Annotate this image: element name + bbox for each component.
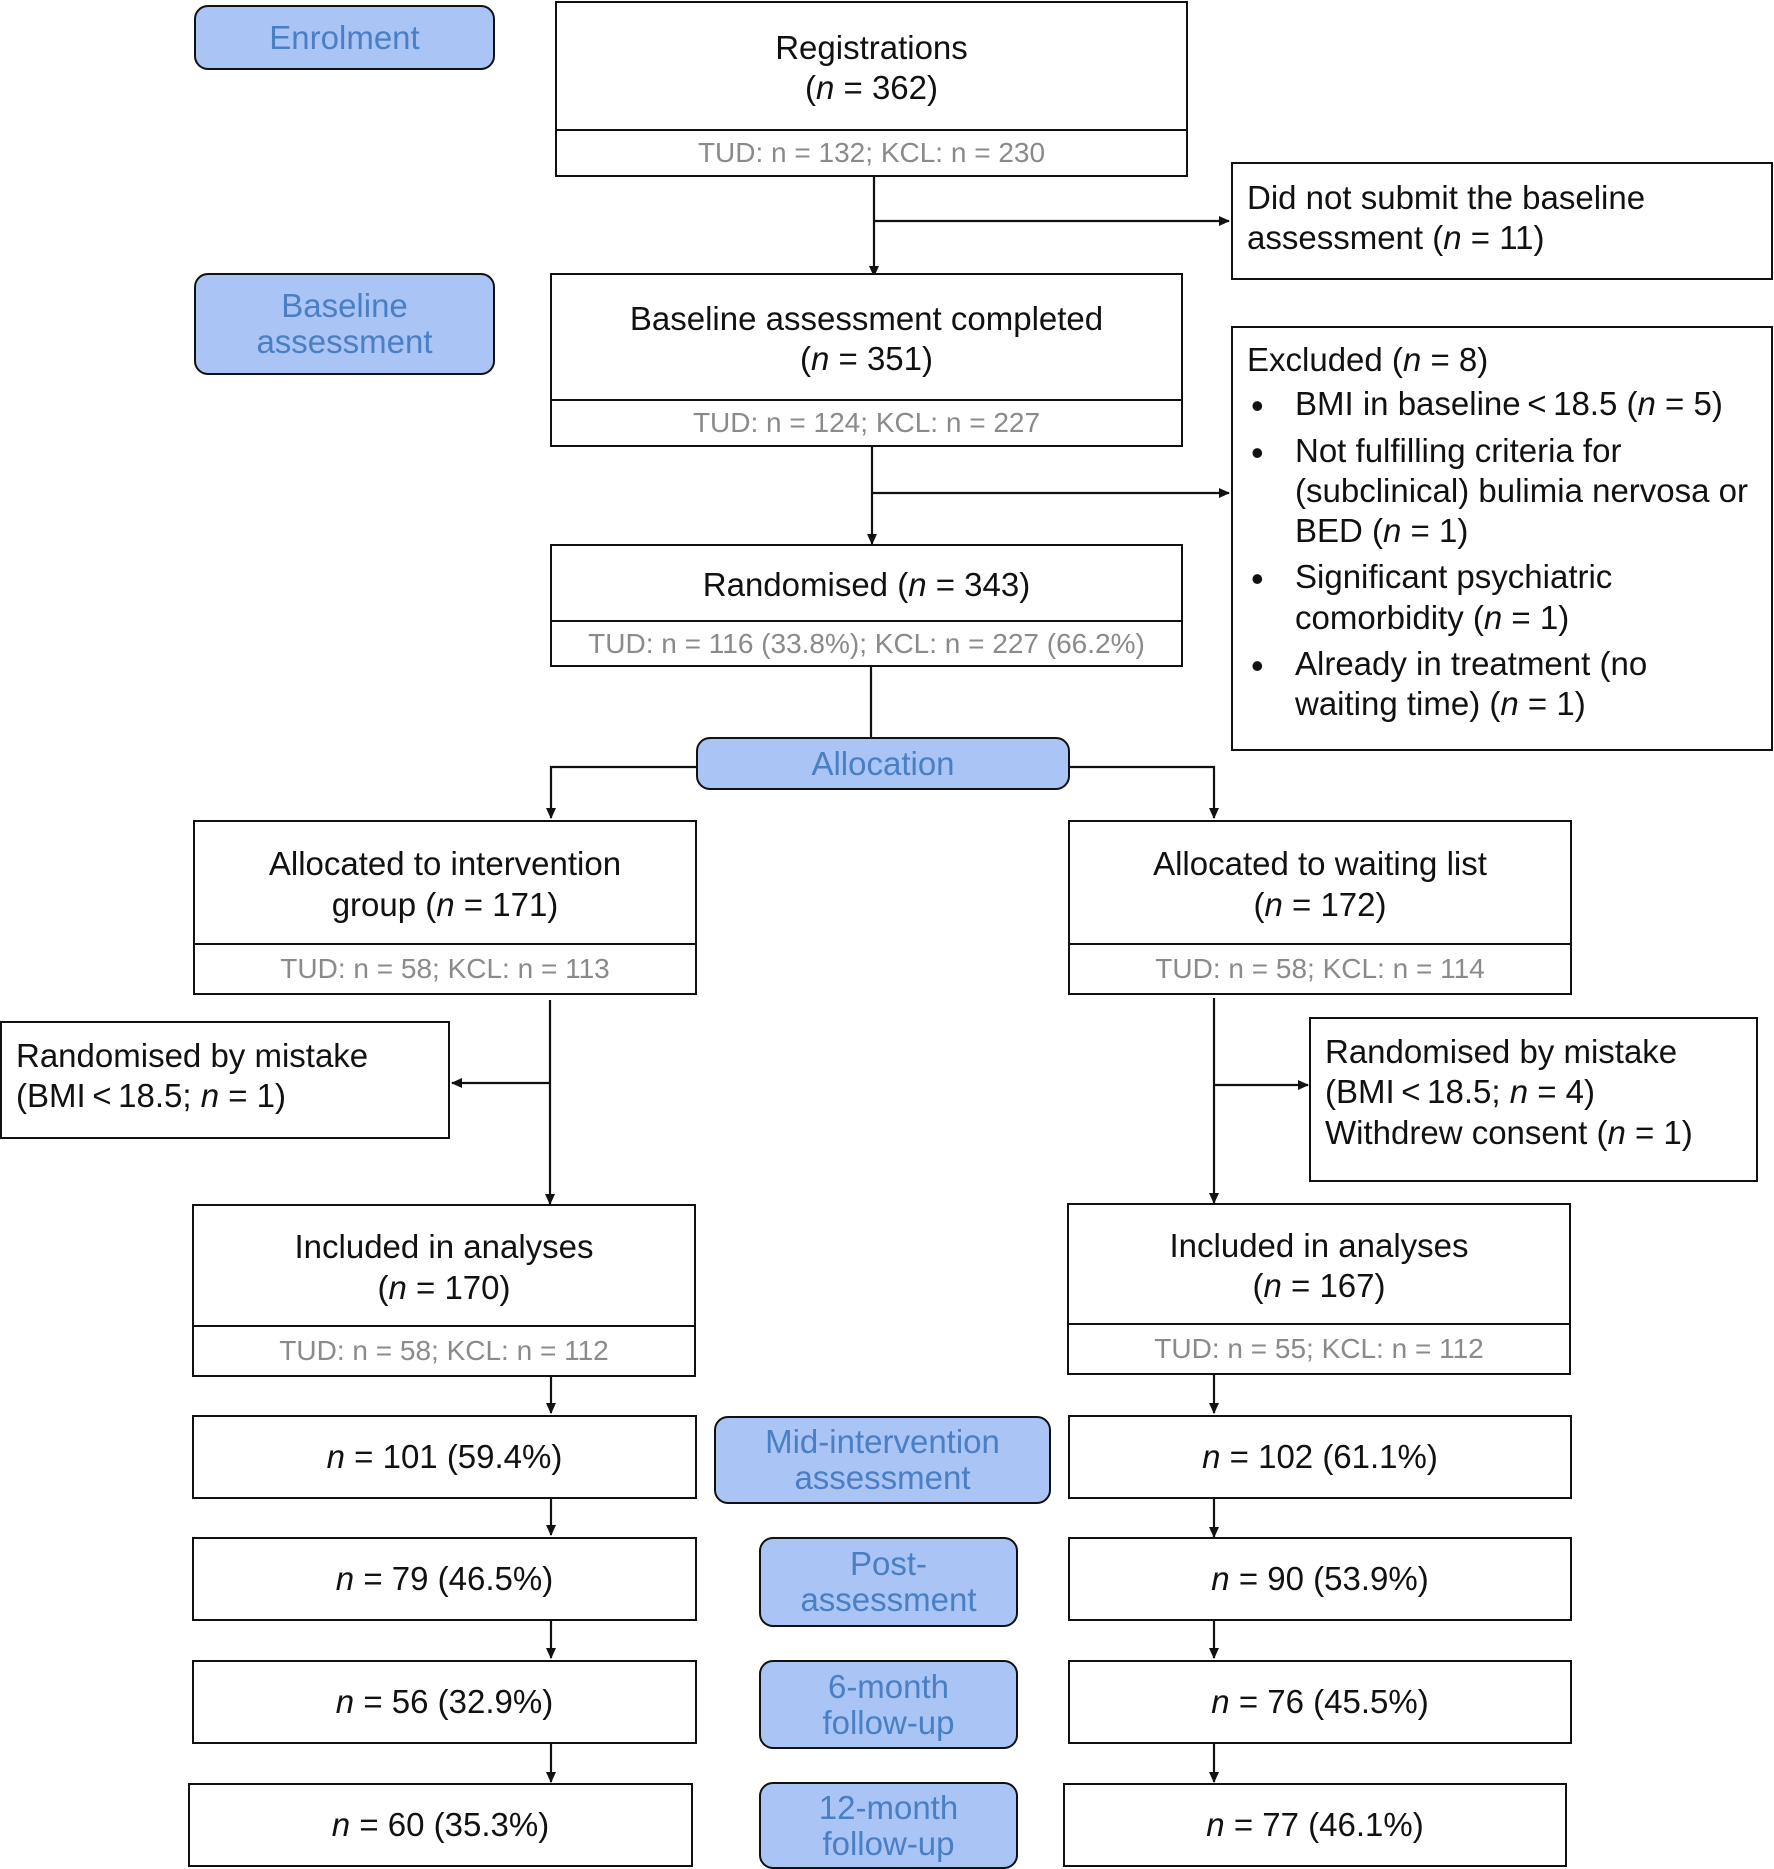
baseline-site-breakdown: TUD: n = 124; KCL: n = 227 [552, 399, 1181, 445]
analyses-right-site-breakdown: TUD: n = 55; KCL: n = 112 [1069, 1323, 1569, 1373]
stage-allocation: Allocation [696, 737, 1070, 790]
waiting-list-box: Allocated to waiting list (n = 172) TUD:… [1068, 820, 1572, 995]
excluded-title: Excluded (n = 8) [1247, 341, 1489, 378]
analyses-left-box: Included in analyses (n = 170) TUD: n = … [192, 1204, 696, 1377]
mistake-right-line3: Withdrew consent (n = 1) [1325, 1113, 1693, 1151]
stage-post-line1: Post- [849, 1545, 928, 1583]
right-6m-count: n = 76 (45.5%) [1068, 1660, 1572, 1744]
left-mid-count: n = 101 (59.4%) [192, 1415, 697, 1499]
mistake-right-box: Randomised by mistake (BMI < 18.5; n = 4… [1309, 1017, 1758, 1182]
analyses-right-line1: Included in analyses [1169, 1226, 1469, 1264]
right-12m-count: n = 77 (46.1%) [1063, 1783, 1567, 1867]
waiting-count: (n = 172) [1253, 885, 1387, 923]
stage-post-assessment: Post- assessment [759, 1537, 1018, 1627]
waiting-site-breakdown: TUD: n = 58; KCL: n = 114 [1070, 943, 1570, 993]
intervention-line1: Allocated to intervention [268, 845, 622, 883]
stage-12-month: 12-month follow-up [759, 1782, 1018, 1869]
intervention-site-breakdown: TUD: n = 58; KCL: n = 113 [195, 943, 695, 993]
analyses-left-site-breakdown: TUD: n = 58; KCL: n = 112 [194, 1325, 694, 1375]
registrations-box: Registrations (n = 362) TUD: n = 132; KC… [555, 1, 1188, 177]
stage-6m-line1: 6-month [827, 1667, 950, 1705]
stage-mid-line1: Mid-intervention [765, 1423, 1000, 1461]
mistake-right-line1: Randomised by mistake [1325, 1033, 1678, 1070]
excluded-box: Excluded (n = 8) BMI in baseline < 18.5 … [1231, 326, 1773, 751]
arrow-allocation-to-intervention [546, 765, 697, 819]
intervention-box: Allocated to intervention group (n = 171… [193, 820, 697, 995]
waiting-line1: Allocated to waiting list [1153, 845, 1487, 883]
excluded-reason: Not fulfilling criteria for (subclinical… [1251, 431, 1757, 552]
excluded-reasons-list: BMI in baseline < 18.5 (n = 5) Not fulfi… [1247, 384, 1757, 724]
stage-6-month: 6-month follow-up [759, 1660, 1018, 1749]
stage-enrolment: Enrolment [194, 5, 495, 70]
stage-mid-intervention: Mid-intervention assessment [714, 1416, 1051, 1504]
stage-baseline: Baseline assessment [194, 273, 495, 375]
registrations-count: (n = 362) [804, 69, 939, 106]
stage-mid-line2: assessment [794, 1459, 971, 1496]
intervention-count: group (n = 171) [331, 885, 559, 923]
right-post-count: n = 90 (53.9%) [1068, 1537, 1572, 1621]
left-12m-count: n = 60 (35.3%) [188, 1783, 693, 1867]
did-not-submit-box: Did not submit the baseline assessment (… [1231, 162, 1773, 280]
registrations-site-breakdown: TUD: n = 132; KCL: n = 230 [557, 129, 1186, 175]
randomised-label: Randomised (n = 343) [702, 565, 1031, 603]
baseline-count: (n = 351) [799, 340, 934, 377]
stage-allocation-label: Allocation [811, 744, 955, 782]
registrations-label: Registrations [775, 28, 968, 66]
arrow-allocation-to-waiting [1069, 765, 1219, 819]
analyses-right-count: (n = 167) [1252, 1267, 1386, 1304]
mistake-left-box: Randomised by mistake (BMI < 18.5; n = 1… [0, 1021, 450, 1139]
did-not-submit-line2: assessment (n = 11) [1247, 219, 1545, 257]
stage-12m-line2: follow-up [822, 1824, 955, 1862]
right-mid-count: n = 102 (61.1%) [1068, 1415, 1572, 1499]
mistake-left-line2: (BMI < 18.5; n = 1) [16, 1077, 287, 1115]
stage-baseline-line1: Baseline [281, 287, 408, 325]
mistake-right-line2: (BMI < 18.5; n = 4) [1325, 1073, 1596, 1111]
stage-6m-line2: follow-up [822, 1703, 955, 1741]
analyses-left-line1: Included in analyses [294, 1228, 594, 1266]
excluded-reason: Already in treatment (no waiting time) (… [1251, 644, 1757, 725]
left-post-count: n = 79 (46.5%) [192, 1537, 697, 1621]
analyses-left-count: (n = 170) [377, 1268, 511, 1306]
excluded-reason: BMI in baseline < 18.5 (n = 5) [1251, 384, 1757, 428]
stage-enrolment-label: Enrolment [269, 18, 420, 56]
stage-baseline-line2: assessment [256, 323, 433, 360]
mistake-left-line1: Randomised by mistake [16, 1037, 369, 1074]
randomised-box: Randomised (n = 343) TUD: n = 116 (33.8%… [550, 544, 1183, 667]
stage-post-line2: assessment [800, 1581, 977, 1618]
excluded-reason: Significant psychiatric comorbidity (n =… [1251, 557, 1757, 638]
stage-12m-line1: 12-month [818, 1788, 959, 1826]
baseline-label: Baseline assessment completed [629, 299, 1104, 337]
baseline-box: Baseline assessment completed (n = 351) … [550, 273, 1183, 447]
did-not-submit-line1: Did not submit the baseline [1247, 179, 1646, 216]
left-6m-count: n = 56 (32.9%) [192, 1660, 697, 1744]
randomised-site-breakdown: TUD: n = 116 (33.8%); KCL: n = 227 (66.2… [552, 620, 1181, 665]
analyses-right-box: Included in analyses (n = 167) TUD: n = … [1067, 1203, 1571, 1375]
